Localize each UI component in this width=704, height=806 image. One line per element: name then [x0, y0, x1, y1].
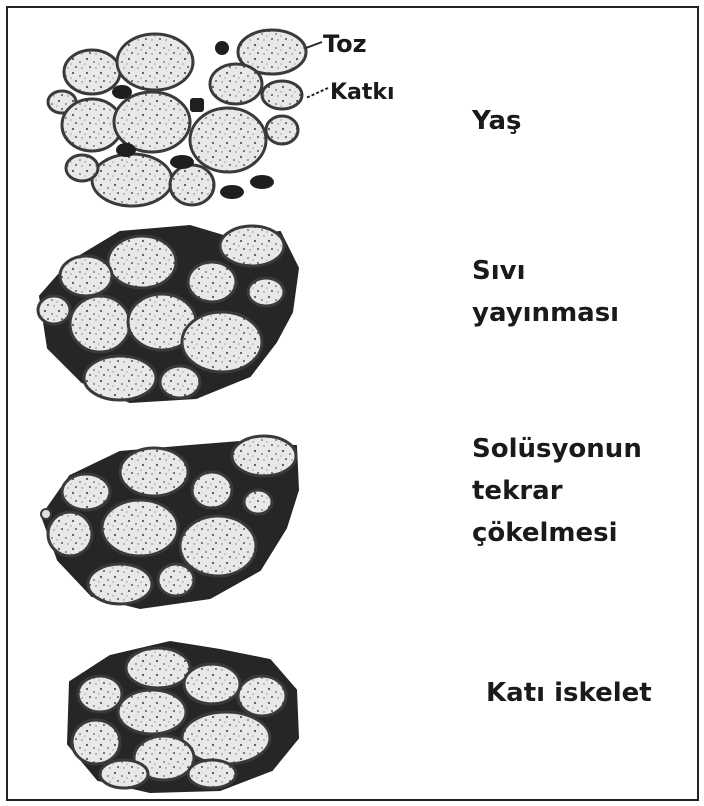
stage-liquid-spreading — [38, 226, 298, 402]
stage-label-line: Solüsyonun — [472, 428, 642, 470]
stage-label-line: Katı iskelet — [486, 672, 652, 714]
stage-label-line: Yaş — [472, 100, 521, 142]
stage-label-solid-skeleton: Katı iskelet — [486, 672, 652, 714]
powder-grain — [215, 41, 229, 55]
stage-green-body — [48, 30, 328, 206]
powder-label: Toz — [323, 32, 367, 56]
stage-label-green-body: Yaş — [472, 100, 521, 142]
stage-label-liquid-spreading: Sıvı yayınması — [472, 250, 619, 334]
powder-leader-line — [306, 42, 322, 48]
stage-label-reprecipitation: Solüsyonun tekrar çökelmesi — [472, 428, 642, 554]
stage-label-line: çökelmesi — [472, 512, 642, 554]
stage-label-line: Sıvı — [472, 250, 619, 292]
stage-reprecipitation — [41, 436, 298, 608]
additive-leader-line — [306, 88, 328, 98]
additive-label: Katkı — [330, 82, 395, 104]
stage-label-line: yayınması — [472, 292, 619, 334]
stage-label-line: tekrar — [472, 470, 642, 512]
stage-solid-skeleton — [68, 642, 298, 792]
